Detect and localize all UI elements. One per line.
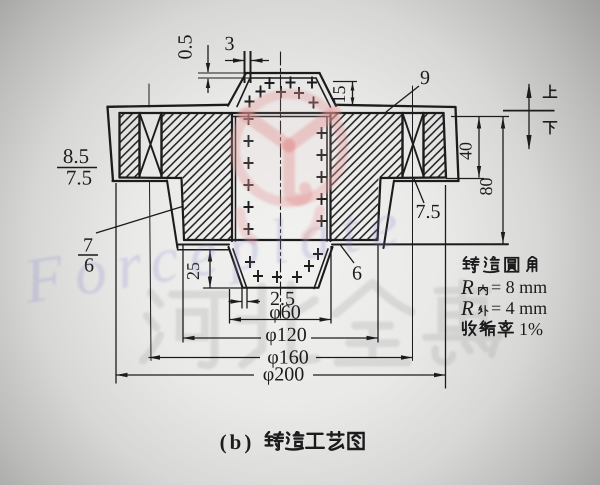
svg-text:15: 15 [329, 86, 349, 104]
svg-text:= 8 mm: = 8 mm [491, 277, 547, 297]
svg-text:φ120: φ120 [265, 324, 307, 346]
svg-text:R: R [460, 275, 474, 299]
svg-text:(b): (b) [220, 430, 255, 454]
svg-text:40: 40 [456, 142, 476, 160]
svg-text:R: R [460, 296, 474, 320]
svg-text:φ200: φ200 [263, 364, 305, 386]
svg-text:7.5: 7.5 [416, 201, 441, 223]
svg-text:9: 9 [420, 67, 430, 89]
svg-text:80: 80 [476, 178, 496, 196]
svg-text:2.5: 2.5 [270, 288, 295, 310]
svg-text:φ60: φ60 [269, 302, 301, 324]
svg-text:φ160: φ160 [267, 347, 309, 369]
svg-text:25: 25 [183, 262, 203, 280]
svg-text:3: 3 [225, 33, 235, 55]
svg-text:6: 6 [84, 255, 94, 277]
svg-text:= 4 mm: = 4 mm [491, 298, 547, 318]
svg-text:8.5: 8.5 [63, 144, 89, 168]
svg-text:0.5: 0.5 [175, 35, 197, 60]
svg-text:6: 6 [352, 263, 362, 285]
svg-text:7.5: 7.5 [66, 166, 92, 190]
svg-text:1%: 1% [519, 319, 543, 339]
svg-text:7: 7 [83, 235, 93, 257]
